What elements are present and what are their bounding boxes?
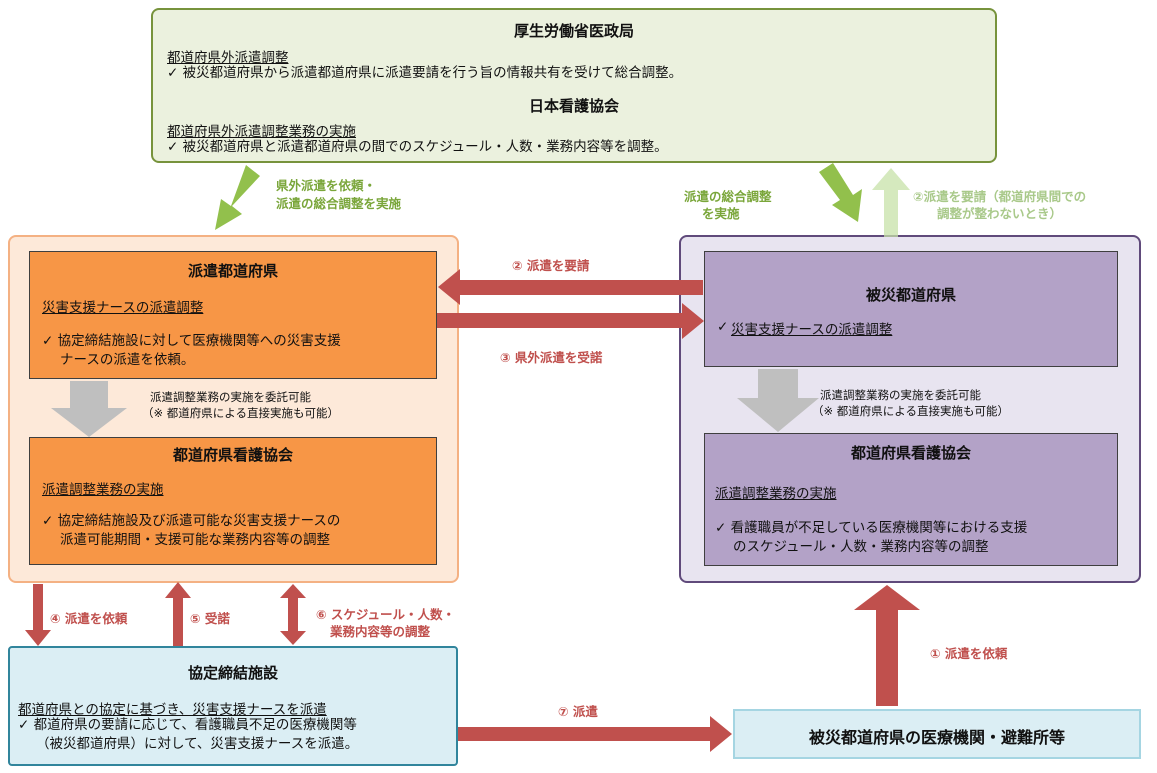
mhlw-head1: 都道府県外派遣調整 — [167, 50, 289, 66]
label-a6-l1: ⑥ スケジュール・人数・ — [316, 607, 456, 622]
label-a7: ⑦ 派遣 — [558, 704, 598, 719]
jna-title: 日本看護協会 — [528, 97, 619, 115]
label-left-green-l1: 県外派遣を依頼・ — [276, 178, 377, 193]
label-a3: ③ 県外派遣を受諾 — [500, 350, 603, 365]
gray-arrow-left — [51, 381, 127, 437]
gray-arrow-right — [737, 369, 819, 432]
facility-head: 都道府県との協定に基づき、災害支援ナースを派遣 — [18, 702, 327, 718]
red-arrow-1 — [854, 585, 920, 706]
facility-title: 協定締結施設 — [187, 664, 278, 682]
label-a5: ⑤ 受諾 — [190, 611, 230, 626]
sending-nursing-assoc-box: 都道府県看護協会 派遣調整業務の実施 ✓ 協定締結施設及び派遣可能な災害支援ナー… — [29, 437, 437, 565]
facility-item-l2: （被災都道府県）に対して、災害支援ナースを派遣。 — [36, 736, 359, 752]
hospital-title: 被災都道府県の医療機関・避難所等 — [808, 728, 1065, 747]
mhlw-title: 厚生労働省医政局 — [513, 22, 634, 40]
sending-item-l2: ナースの派遣を依頼。 — [60, 352, 195, 368]
label-a2: ② 派遣を要請 — [512, 258, 590, 273]
affected-check: ✓ — [717, 319, 729, 335]
mhlw-item2: ✓ 被災都道府県と派遣都道府県の間でのスケジュール・人数・業務内容等を調整。 — [167, 139, 668, 155]
red-arrow-5 — [165, 582, 191, 646]
affected-nursing-assoc-box: 都道府県看護協会 派遣調整業務の実施 ✓ 看護職員が不足している医療機関等におけ… — [704, 433, 1118, 566]
sending-head: 災害支援ナースの派遣調整 — [42, 300, 204, 316]
label-right-green-l2: を実施 — [702, 206, 740, 221]
disaster-hospital-box: 被災都道府県の医療機関・避難所等 — [733, 709, 1141, 759]
mhlw-box: 厚生労働省医政局 都道府県外派遣調整 ✓ 被災都道府県から派遣都道府県に派遣要請… — [151, 8, 997, 163]
affected-assoc-item-l1: ✓ 看護職員が不足している医療機関等における支援 — [715, 520, 1028, 536]
label-a4: ④ 派遣を依頼 — [50, 611, 128, 626]
affected-assoc-item-l2: のスケジュール・人数・業務内容等の調整 — [733, 539, 989, 555]
affected-prefecture-box: 被災都道府県 ✓ 災害支援ナースの派遣調整 — [704, 251, 1118, 367]
affected-head: 災害支援ナースの派遣調整 — [731, 322, 893, 338]
sending-delegate-l1: 派遣調整業務の実施を委託可能 — [150, 390, 311, 404]
affected-delegate-l2: （※ 都道府県による直接実施も可能） — [812, 404, 1009, 418]
red-arrow-4 — [25, 584, 51, 646]
agreement-facility-box: 協定締結施設 都道府県との協定に基づき、災害支援ナースを派遣 ✓ 都道府県の要請… — [8, 646, 458, 766]
mhlw-head2: 都道府県外派遣調整業務の実施 — [167, 124, 356, 140]
mhlw-item1: ✓ 被災都道府県から派遣都道府県に派遣要請を行う旨の情報共有を受けて総合調整。 — [167, 65, 683, 81]
sending-delegate-l2: （※ 都道府県による直接実施も可能） — [142, 406, 339, 420]
green-arrow-to-affected — [819, 163, 862, 222]
label-left-green-l2: 派遣の総合調整を実施 — [276, 196, 402, 211]
affected-assoc-title: 都道府県看護協会 — [850, 444, 971, 462]
red-arrow-7 — [458, 716, 732, 752]
sending-title: 派遣都道府県 — [187, 262, 278, 280]
sending-assoc-head: 派遣調整業務の実施 — [42, 482, 164, 498]
sending-assoc-title: 都道府県看護協会 — [172, 446, 293, 464]
sending-prefecture-box: 派遣都道府県 災害支援ナースの派遣調整 ✓ 協定締結施設に対して医療機関等への災… — [29, 251, 437, 379]
label-faded-l2: 調整が整わないとき） — [937, 206, 1063, 221]
sending-item-l1: ✓ 協定締結施設に対して医療機関等への災害支援 — [42, 333, 341, 349]
label-right-green-l1: 派遣の総合調整 — [684, 189, 772, 204]
sending-assoc-item-l2: 派遣可能期間・支援可能な業務内容等の調整 — [60, 532, 330, 548]
red-arrow-accept — [437, 303, 704, 339]
label-a1: ① 派遣を依頼 — [930, 646, 1008, 661]
affected-assoc-head: 派遣調整業務の実施 — [715, 486, 837, 502]
affected-delegate-l1: 派遣調整業務の実施を委託可能 — [820, 388, 981, 402]
red-arrow-6 — [280, 584, 306, 645]
facility-item-l1: ✓ 都道府県の要請に応じて、看護職員不足の医療機関等 — [18, 717, 357, 733]
label-a6-l2: 業務内容等の調整 — [330, 624, 431, 639]
sending-assoc-item-l1: ✓ 協定締結施設及び派遣可能な災害支援ナースの — [42, 513, 341, 529]
faded-green-arrow-up — [872, 168, 910, 237]
green-arrow-to-sending — [215, 165, 260, 230]
affected-title: 被災都道府県 — [865, 286, 956, 304]
label-faded-l1: ②派遣を要請（都道府県間での — [913, 189, 1087, 204]
red-arrow-request — [438, 269, 703, 305]
